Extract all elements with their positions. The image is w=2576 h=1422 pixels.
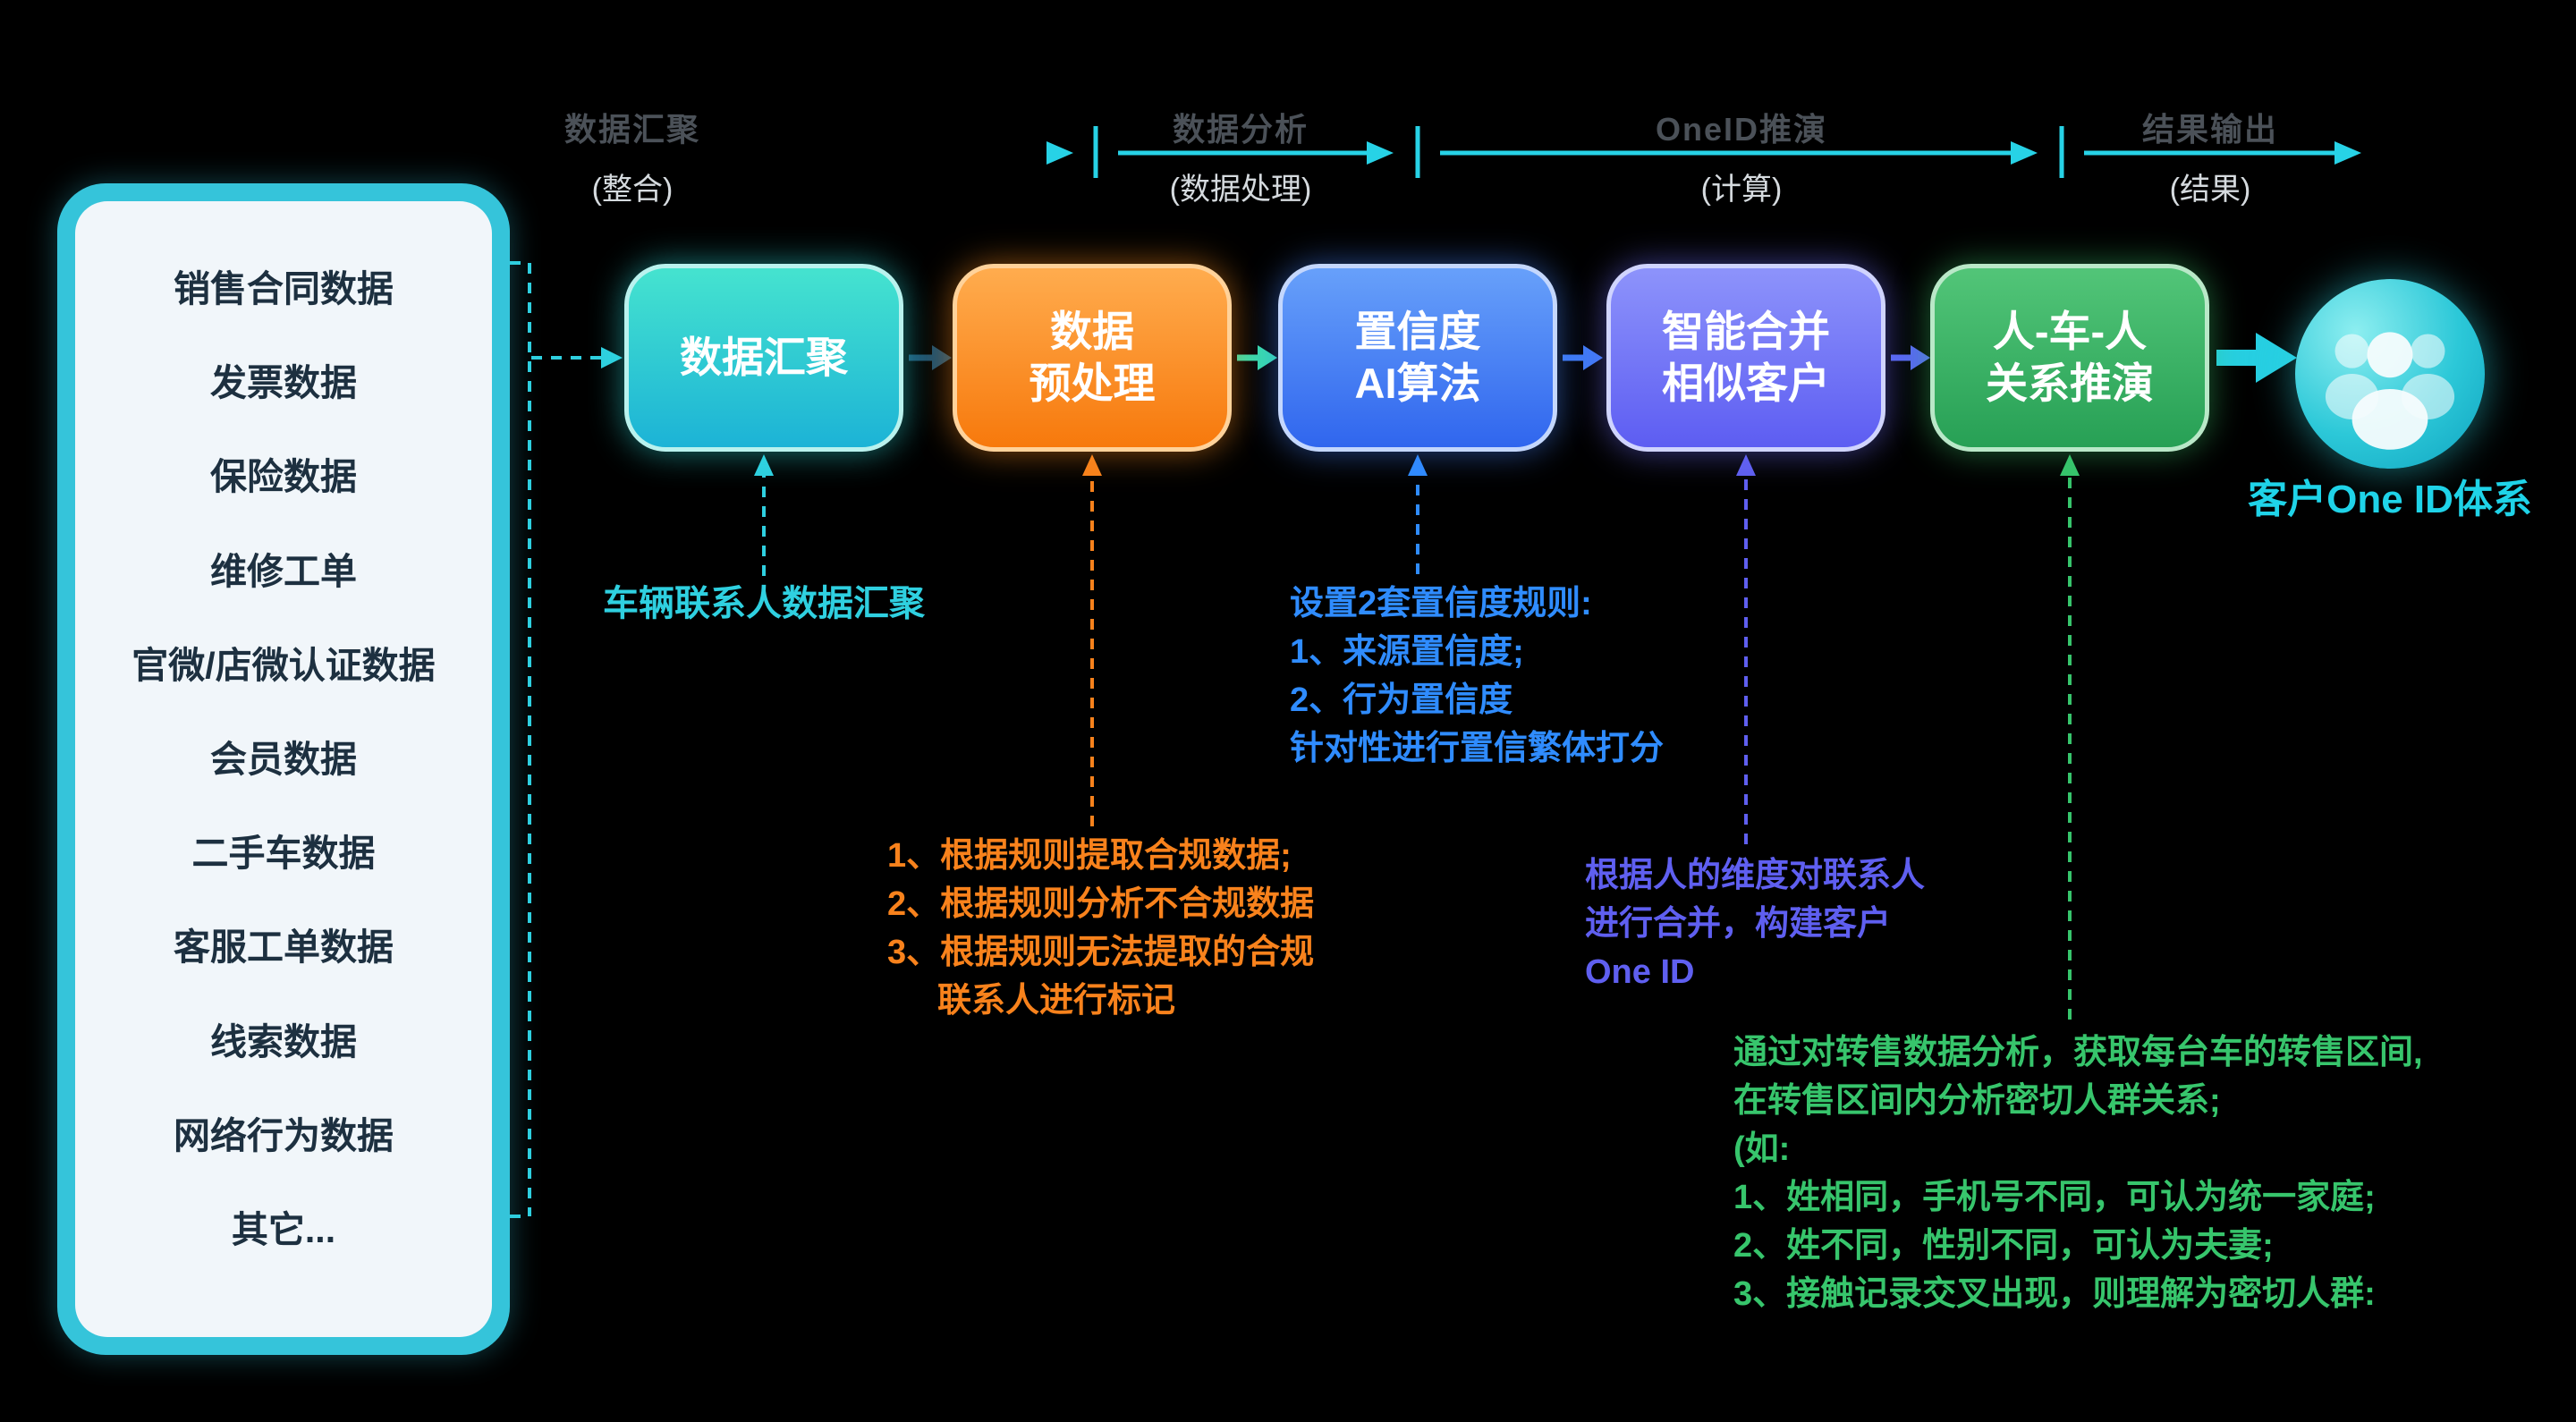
annotation-arrow-3: [1408, 454, 1428, 574]
data-source-item: 发票数据: [210, 362, 357, 404]
step-label: 数据: [1050, 308, 1134, 355]
annotation-line: 针对性进行置信繁体打分: [1290, 730, 1665, 767]
result-label: 客户One ID体系: [2248, 478, 2532, 521]
annotation-line: 设置2套置信度规则:: [1290, 585, 1592, 622]
annotation-line: 根据人的维度对联系人: [1585, 857, 1926, 894]
annotation-line: 3、接触记录交叉出现，则理解为密切人群:: [1733, 1275, 2376, 1313]
annotation-step5: 通过对转售数据分析，获取每台车的转售区间, 在转售区间内分析密切人群关系; (如…: [1733, 1028, 2423, 1318]
phase-sublabel: (数据处理): [1169, 173, 1312, 207]
step-label: AI算法: [1354, 360, 1481, 407]
data-source-item: 保险数据: [210, 456, 357, 498]
customer-group-icon: [2295, 279, 2485, 469]
phase-data-aggregation: 数据汇聚 (整合): [564, 104, 700, 208]
data-source-item: 其它...: [231, 1208, 336, 1250]
phase-label: OneID推演: [1655, 111, 1828, 148]
step-data-preprocessing: 数据 预处理: [953, 264, 1232, 452]
phase-result-output: 结果输出 (结果): [2142, 104, 2278, 208]
flow-arrow-result: [2216, 333, 2297, 383]
annotation-line: 1、来源置信度;: [1290, 633, 1524, 671]
flow-arrow-1: [909, 345, 952, 370]
data-source-item: 销售合同数据: [174, 268, 394, 309]
data-source-item: 维修工单: [210, 550, 357, 592]
annotation-arrow-2: [1082, 454, 1102, 826]
panel-to-flow-connector: [510, 261, 601, 1218]
phase-oneid-derivation: OneID推演 (计算): [1656, 104, 1827, 208]
annotation-step3: 设置2套置信度规则: 1、来源置信度; 2、行为置信度 针对性进行置信繁体打分: [1290, 580, 1664, 773]
annotation-line: (如:: [1733, 1130, 1791, 1168]
step-label: 人-车-人: [1992, 308, 2148, 355]
data-source-item: 会员数据: [210, 738, 357, 780]
annotation-line: 通过对转售数据分析，获取每台车的转售区间,: [1733, 1034, 2423, 1071]
phase-sublabel: (结果): [2169, 173, 2251, 207]
annotation-arrow-4: [1736, 454, 1756, 844]
annotation-arrow-5: [2060, 454, 2080, 1020]
annotation-line: 在转售区间内分析密切人群关系;: [1733, 1082, 2221, 1120]
panel-arrowhead: [601, 347, 623, 368]
annotation-line: 车辆联系人数据汇聚: [603, 584, 925, 623]
annotation-arrow-1: [754, 454, 774, 576]
annotation-line: 联系人进行标记: [937, 982, 1176, 1020]
step-label: 置信度: [1354, 308, 1481, 355]
flow-arrow-2: [1237, 345, 1277, 370]
phase-label: 结果输出: [2141, 111, 2279, 148]
annotation-line: One ID: [1585, 953, 1695, 991]
flow-arrow-4: [1891, 345, 1930, 370]
step-person-car-person: 人-车-人 关系推演: [1930, 264, 2209, 452]
phase-label: 数据分析: [1172, 111, 1309, 148]
step-label: 智能合并: [1662, 308, 1830, 355]
step-merge-similar-customers: 智能合并 相似客户: [1606, 264, 1885, 452]
phase-sublabel: (整合): [591, 173, 674, 207]
annotation-step1: 车辆联系人数据汇聚: [603, 580, 925, 628]
annotation-step4: 根据人的维度对联系人 进行合并，构建客户 One ID: [1585, 851, 1925, 996]
step-label: 数据汇聚: [680, 334, 848, 381]
annotation-line: 1、姓相同，手机号不同，可认为统一家庭;: [1733, 1179, 2376, 1216]
phase-sublabel: (计算): [1700, 173, 1783, 207]
people-glyph: [2325, 332, 2455, 450]
step-label: 相似客户: [1662, 360, 1830, 407]
annotation-step2: 1、根据规则提取合规数据; 2、根据规则分析不合规数据 3、根据规则无法提取的合…: [887, 832, 1314, 1025]
data-source-list: 销售合同数据 发票数据 保险数据 维修工单 官微/店微认证数据 会员数据 二手车…: [75, 201, 492, 1337]
data-source-panel: 销售合同数据 发票数据 保险数据 维修工单 官微/店微认证数据 会员数据 二手车…: [57, 183, 510, 1355]
data-source-item: 线索数据: [210, 1020, 357, 1062]
annotation-line: 2、行为置信度: [1290, 681, 1513, 719]
data-source-item: 客服工单数据: [174, 927, 394, 969]
step-data-aggregation: 数据汇聚: [624, 264, 903, 452]
annotation-line: 2、根据规则分析不合规数据: [887, 885, 1315, 923]
annotation-line: 进行合并，构建客户: [1585, 905, 1892, 943]
data-source-item: 网络行为数据: [174, 1114, 394, 1156]
phase-label: 数据汇聚: [564, 111, 701, 148]
phase-data-analysis: 数据分析 (数据处理): [1170, 104, 1312, 208]
step-label: 关系推演: [1986, 360, 2154, 407]
step-label: 预处理: [1029, 360, 1156, 407]
flow-arrow-3: [1563, 345, 1603, 370]
annotation-line: 1、根据规则提取合规数据;: [887, 837, 1292, 875]
step-confidence-ai: 置信度 AI算法: [1278, 264, 1557, 452]
data-source-item: 二手车数据: [191, 833, 376, 875]
annotation-line: 2、姓不同，性别不同，可认为夫妻;: [1733, 1227, 2274, 1265]
data-source-item: 官微/店微认证数据: [131, 644, 436, 686]
annotation-line: 3、根据规则无法提取的合规: [887, 934, 1315, 971]
